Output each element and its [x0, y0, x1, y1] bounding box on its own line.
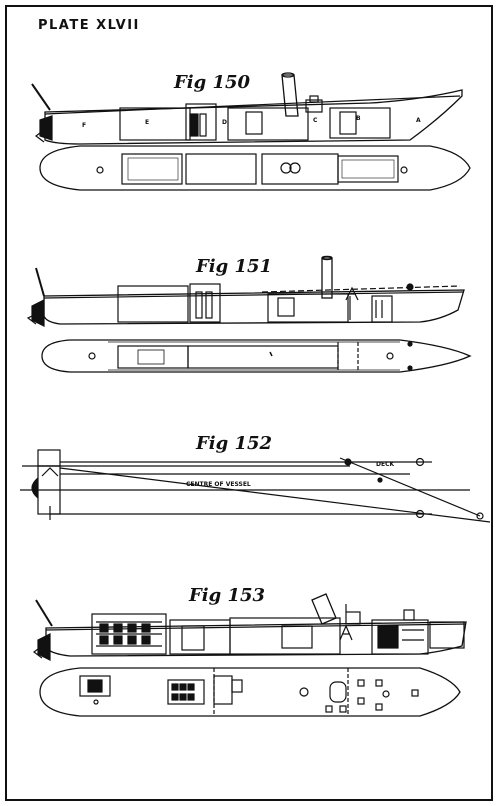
compartment-label-f: F — [82, 122, 86, 129]
compartment-label-b: B — [356, 115, 361, 122]
fig-150-plan — [39, 145, 471, 191]
fig-152-label: Fig 152 — [196, 433, 273, 454]
deck-label: DECK — [376, 461, 394, 468]
fig-150-elevation: F E D C B A — [31, 72, 463, 145]
fig-151-elevation — [26, 255, 465, 327]
fig-153-label: Fig 153 — [189, 585, 266, 606]
fig-151-label: Fig 151 — [196, 256, 273, 277]
fig-151-plan — [41, 339, 472, 373]
compartment-label-d: D — [222, 119, 227, 126]
compartment-label-c: C — [313, 117, 318, 124]
centre-of-vessel-label: CENTRE OF VESSEL — [186, 481, 251, 488]
plate-title: PLATE XLVII — [38, 18, 140, 33]
compartment-label-a: A — [416, 117, 421, 124]
fig-152-drawing: DECK CENTRE OF VESSEL — [20, 449, 491, 523]
fig-151-drawing — [26, 255, 472, 373]
fig-153-drawing — [33, 593, 467, 717]
fig-150-label: Fig 150 — [174, 72, 251, 93]
fig-153-plan — [39, 667, 461, 717]
compartment-label-e: E — [145, 119, 149, 126]
fig-153-elevation — [33, 593, 467, 661]
fig-150-drawing: F E D C B A — [31, 72, 471, 191]
